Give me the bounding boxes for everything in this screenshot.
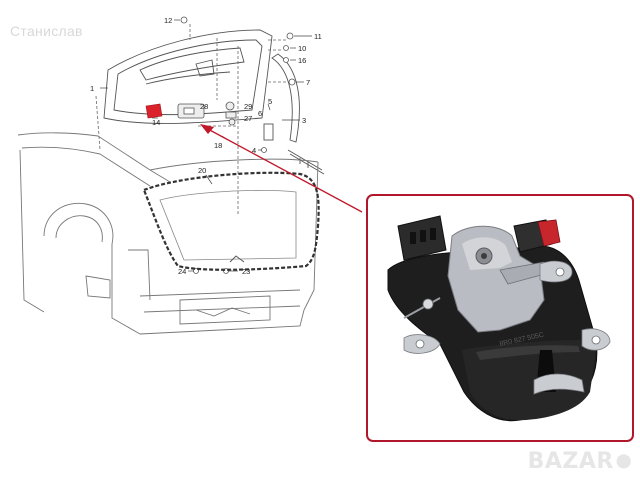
pointer-arrow — [200, 124, 363, 213]
callout-3: 3 — [302, 116, 306, 125]
callout-7: 7 — [306, 78, 310, 87]
highlighted-part-14 — [145, 103, 163, 119]
lock-actuator-photo: 8R0 827 505C — [387, 215, 611, 422]
car-body — [17, 95, 319, 335]
callout-28: 28 — [200, 102, 208, 111]
callout-16: 16 — [298, 56, 306, 65]
callout-10: 10 — [298, 44, 306, 53]
callout-11: 11 — [314, 32, 322, 41]
trunk-seal — [142, 171, 320, 271]
callout-29: 29 — [244, 102, 252, 111]
callout-20: 20 — [198, 166, 206, 175]
watermark-text: Станислав — [10, 23, 83, 39]
lock-bracket-small — [177, 101, 237, 126]
callout-18: 18 — [214, 141, 222, 150]
hinge-and-strut — [263, 53, 325, 175]
pin-icon: ⬤ — [615, 453, 632, 469]
callout-14: 14 — [152, 118, 160, 127]
callout-27: 27 — [244, 114, 252, 123]
callout-6: 6 — [258, 109, 262, 118]
callout-numbers: 1 12 11 10 16 7 5 3 6 4 28 29 27 14 18 2… — [90, 16, 322, 276]
trunk-inner — [159, 190, 297, 261]
bazar-logo: BAZAR⬤ — [527, 449, 632, 474]
latch-striker — [229, 255, 245, 263]
callout-12: 12 — [164, 16, 172, 25]
callout-4: 4 — [252, 146, 256, 155]
callout-24: 24 — [178, 267, 186, 276]
callout-1: 1 — [90, 84, 94, 93]
callout-23: 23 — [242, 267, 250, 276]
callout-5: 5 — [268, 97, 272, 106]
